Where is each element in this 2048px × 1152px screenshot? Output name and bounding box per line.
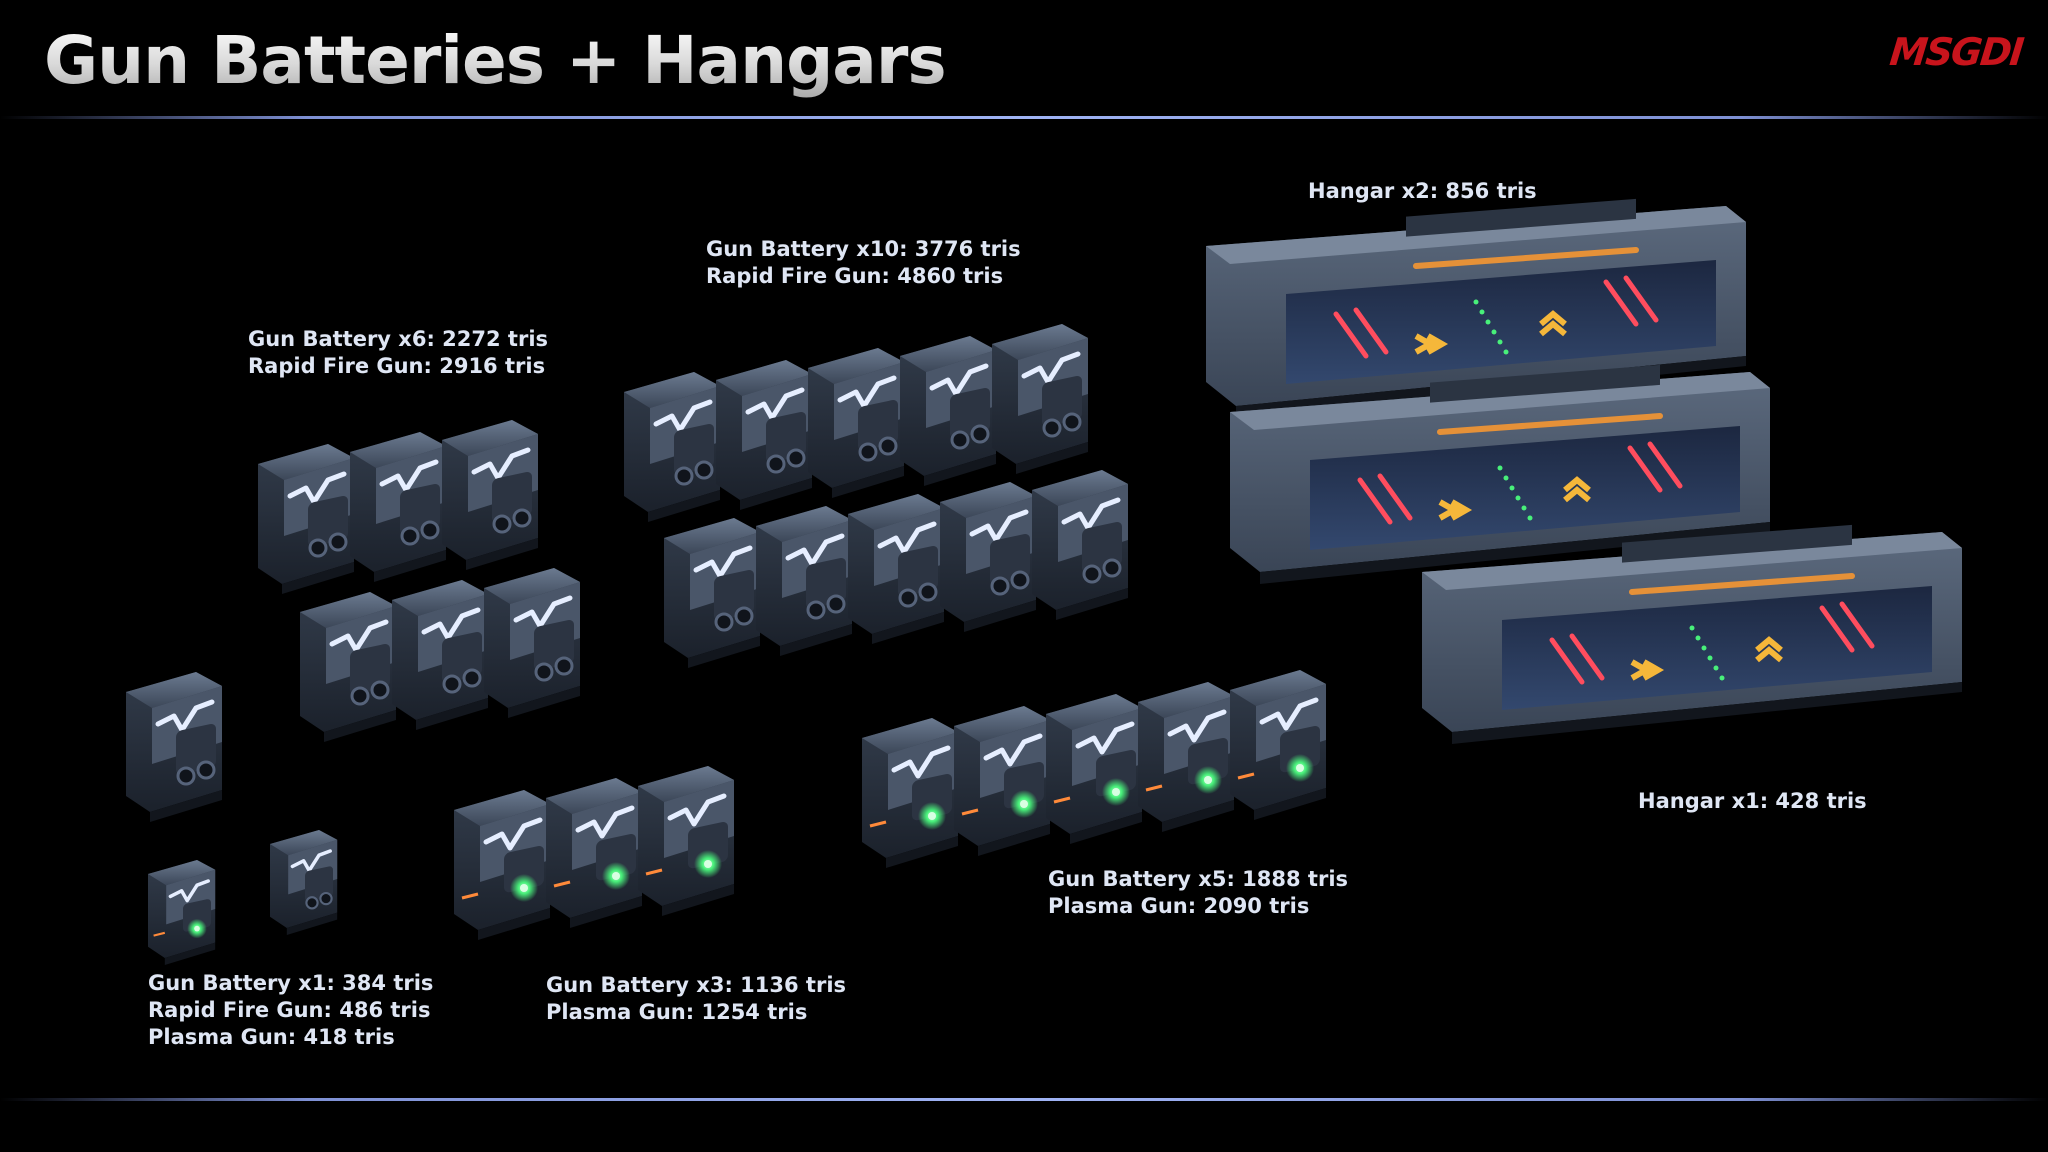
caption-gun-battery-x1: Gun Battery x1: 384 tris Rapid Fire Gun:…	[148, 970, 433, 1051]
caption-line: Gun Battery x5: 1888 tris	[1048, 867, 1349, 891]
header-divider	[0, 116, 2048, 119]
footer-divider	[0, 1098, 2048, 1101]
caption-gun-battery-x5: Gun Battery x5: 1888 tris Plasma Gun: 20…	[1048, 866, 1348, 920]
gun-battery-x5-model	[862, 670, 1326, 868]
caption-hangar-x2: Hangar x2: 856 tris	[1308, 178, 1537, 205]
caption-line: Rapid Fire Gun: 486 tris	[148, 998, 431, 1022]
caption-line: Plasma Gun: 2090 tris	[1048, 894, 1310, 918]
caption-line: Gun Battery x6: 2272 tris	[248, 327, 549, 351]
caption-line: Rapid Fire Gun: 4860 tris	[706, 264, 1004, 288]
caption-line: Hangar x1: 428 tris	[1638, 789, 1867, 813]
gun-battery-x6-model	[258, 420, 580, 742]
hangar-x2-model	[1206, 199, 1770, 584]
caption-line: Gun Battery x1: 384 tris	[148, 971, 434, 995]
caption-line: Plasma Gun: 418 tris	[148, 1025, 395, 1049]
gun-battery-x3-model	[454, 766, 734, 940]
caption-gun-battery-x6: Gun Battery x6: 2272 tris Rapid Fire Gun…	[248, 326, 548, 380]
caption-line: Hangar x2: 856 tris	[1308, 179, 1537, 203]
caption-hangar-x1: Hangar x1: 428 tris	[1638, 788, 1867, 815]
gun-battery-x10-model	[624, 324, 1128, 668]
caption-line: Gun Battery x10: 3776 tris	[706, 237, 1021, 261]
caption-line: Gun Battery x3: 1136 tris	[546, 973, 847, 997]
caption-gun-battery-x3: Gun Battery x3: 1136 tris Plasma Gun: 12…	[546, 972, 846, 1026]
slide-title: Gun Batteries + Hangars	[44, 22, 947, 99]
caption-gun-battery-x10: Gun Battery x10: 3776 tris Rapid Fire Gu…	[706, 236, 1021, 290]
caption-line: Plasma Gun: 1254 tris	[546, 1000, 808, 1024]
caption-line: Rapid Fire Gun: 2916 tris	[248, 354, 546, 378]
